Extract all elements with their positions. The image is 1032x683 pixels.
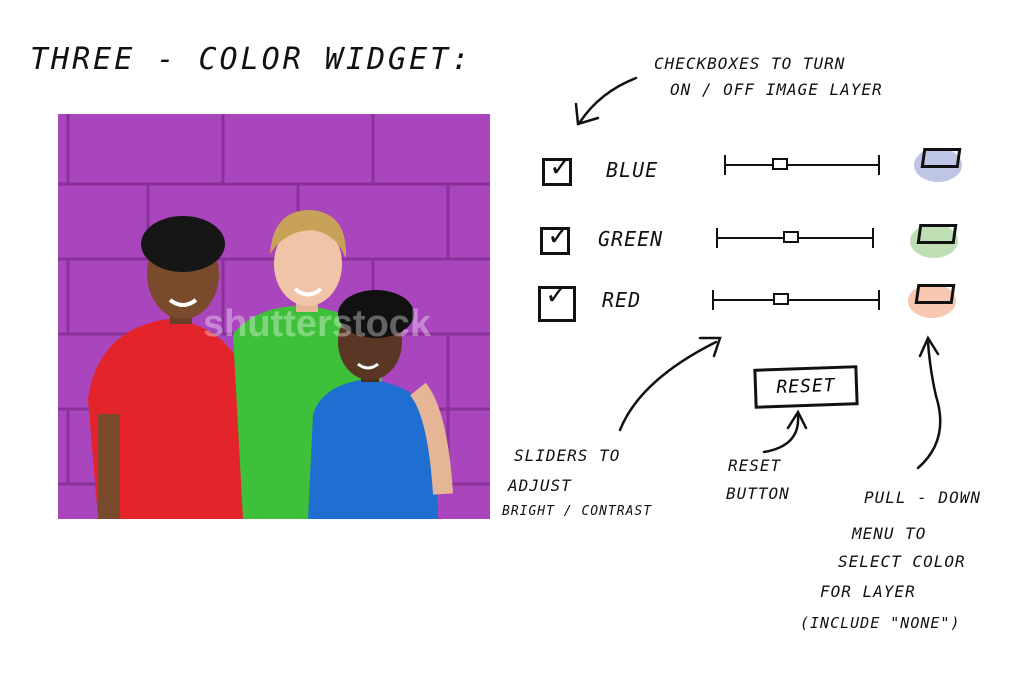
check-icon: ✓	[549, 150, 573, 183]
swatch-box	[914, 284, 956, 304]
arrow-to-checkboxes	[578, 76, 638, 124]
slider-knob-green[interactable]	[783, 231, 799, 243]
swatch-color-red	[908, 284, 956, 318]
arrow-to-pulldown	[916, 340, 942, 470]
slider-knob-blue[interactable]	[772, 158, 788, 170]
swatch-color-green	[910, 224, 958, 258]
note-pulldown-line3: SELECT COLOR	[838, 552, 966, 571]
page-title: THREE - COLOR WIDGET:	[30, 42, 473, 77]
check-icon: ✓	[547, 219, 571, 252]
color-dropdown-green[interactable]	[910, 220, 966, 260]
checkbox-blue[interactable]: ✓	[542, 153, 572, 186]
note-reset-line1: RESET	[728, 456, 782, 475]
note-pulldown-line5: (INCLUDE "NONE")	[800, 614, 961, 632]
checkbox-green[interactable]: ✓	[540, 222, 570, 255]
reset-button[interactable]: RESET	[753, 365, 859, 409]
checkbox-red[interactable]: ✓	[538, 281, 576, 322]
note-pulldown-line4: FOR LAYER	[820, 582, 916, 601]
slider-end-left	[716, 228, 718, 248]
slider-red[interactable]	[712, 290, 880, 310]
note-checkboxes-line2: ON / OFF IMAGE LAYER	[670, 80, 883, 99]
note-sliders-line3: BRIGHT / CONTRAST	[502, 504, 653, 519]
note-reset-line2: BUTTON	[726, 484, 790, 503]
color-dropdown-blue[interactable]	[914, 144, 970, 184]
layer-label-red: RED	[602, 288, 642, 312]
color-dropdown-red[interactable]	[908, 280, 964, 320]
person-blue-shirt	[308, 290, 453, 519]
layer-label-green: GREEN	[598, 227, 664, 251]
photo-illustration: shutterstock	[58, 114, 490, 519]
slider-end-right	[878, 155, 880, 175]
slider-end-right	[878, 290, 880, 310]
slider-green[interactable]	[716, 228, 874, 248]
slider-end-left	[724, 155, 726, 175]
note-sliders-line2: ADJUST	[508, 476, 572, 495]
swatch-color-blue	[914, 148, 962, 182]
slider-track	[712, 299, 880, 301]
slider-end-right	[872, 228, 874, 248]
slider-track	[724, 164, 880, 166]
person-red-shirt	[88, 216, 258, 519]
watermark-text: shutterstock	[203, 303, 432, 345]
slider-blue[interactable]	[724, 155, 880, 175]
note-sliders-line1: SLIDERS TO	[514, 446, 621, 465]
arrowhead-icon	[574, 102, 600, 126]
check-icon: ✓	[545, 278, 569, 311]
slider-knob-red[interactable]	[773, 293, 789, 305]
note-pulldown-line1: PULL - DOWN	[864, 488, 981, 507]
arrow-to-sliders	[618, 340, 718, 432]
slider-end-left	[712, 290, 714, 310]
note-checkboxes-line1: CHECKBOXES TO TURN	[654, 54, 846, 73]
swatch-box	[920, 148, 962, 168]
arrowhead-icon	[698, 336, 722, 358]
layer-label-blue: BLUE	[606, 158, 659, 182]
arrow-to-reset	[762, 414, 800, 454]
swatch-box	[916, 224, 958, 244]
note-pulldown-line2: MENU TO	[852, 524, 927, 543]
arrowhead-icon	[786, 409, 808, 430]
arrowhead-icon	[918, 335, 940, 358]
preview-image: shutterstock	[58, 114, 490, 519]
